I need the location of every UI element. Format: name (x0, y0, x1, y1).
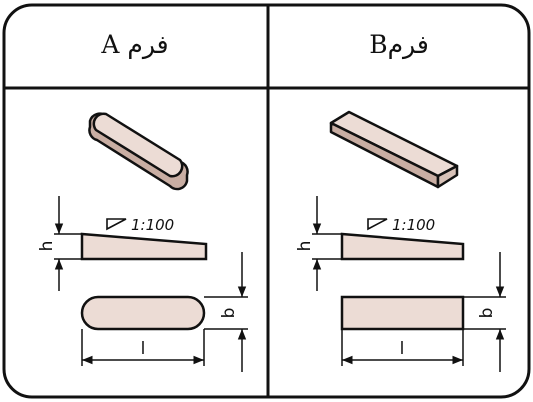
form-b-iso-view (329, 110, 459, 189)
form-a-top-body (80, 295, 206, 331)
form-b-top-view: b l (340, 252, 506, 372)
form-b-iso-end (436, 164, 459, 189)
form-b-slope-symbol (367, 218, 388, 231)
form-b-heading: فرمB (369, 29, 429, 59)
form-b-iso-top (329, 110, 459, 178)
form-a-l-label: l (141, 339, 146, 359)
form-b-b-label: b (477, 308, 497, 319)
form-a-h-label: h (37, 241, 57, 252)
form-b-side-body (340, 232, 465, 261)
form-a-heading: فرم A (101, 29, 169, 59)
form-a-side-view: 1:100 h (37, 196, 208, 291)
form-a-iso-top (92, 112, 184, 178)
form-a-slope-symbol (106, 218, 127, 231)
form-a-b-label: b (219, 308, 239, 319)
form-a-side-body (80, 232, 208, 261)
form-a-top-view: b l (80, 252, 248, 372)
form-b-h-label: h (295, 241, 315, 252)
table-frame (2, 3, 531, 399)
form-a-slope-label: 1:100 (131, 216, 174, 234)
form-a-iso-view (88, 112, 189, 191)
form-b-slope-label: 1:100 (392, 216, 435, 234)
form-b-side-view: 1:100 h (295, 196, 465, 291)
form-b-l-label: l (400, 339, 405, 359)
form-b-top-body (340, 295, 465, 331)
